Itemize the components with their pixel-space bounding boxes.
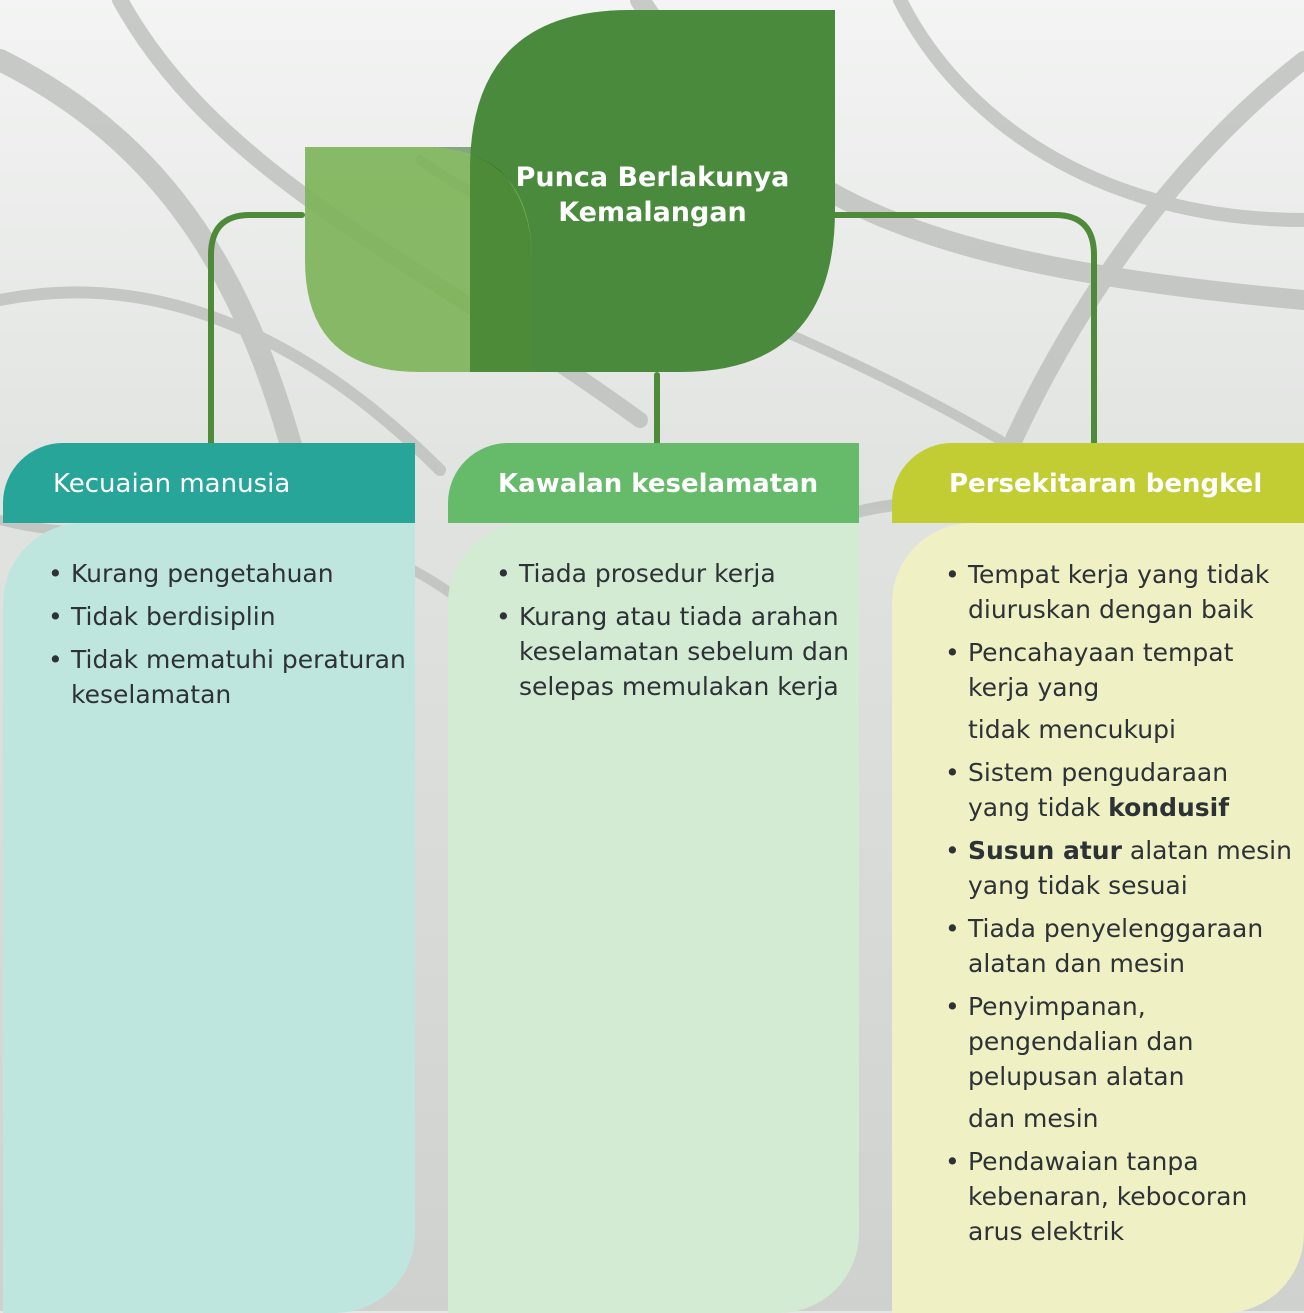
leaf-overlap [420, 147, 532, 372]
card-header: Kecuaian manusia [3, 443, 415, 523]
diagram-title: Punca Berlakunya Kemalangan [500, 160, 805, 230]
list-item: Tidak berdisiplin [48, 599, 407, 634]
card-body: Tiada prosedur kerja Kurang atau tiada a… [448, 523, 859, 1313]
connector-left [208, 212, 305, 446]
bold-term: kondusif [1108, 793, 1230, 822]
list-item: Kurang pengetahuan [48, 556, 407, 591]
card-header-label: Kawalan keselamatan [498, 469, 819, 499]
title-line-2: Kemalangan [558, 197, 747, 228]
title-line-1: Punca Berlakunya [515, 162, 790, 193]
card-kecuaian-manusia: Kecuaian manusia Kurang pengetahuan Tida… [3, 443, 415, 1313]
card-header-label: Kecuaian manusia [53, 469, 291, 499]
card-header: Kawalan keselamatan [448, 443, 859, 523]
card-persekitaran-bengkel: Persekitaran bengkel Tempat kerja yang t… [892, 443, 1304, 1313]
bold-term: Susun atur [968, 836, 1122, 865]
card-header-label: Persekitaran bengkel [949, 469, 1263, 499]
card-kawalan-keselamatan: Kawalan keselamatan Tiada prosedur kerja… [448, 443, 859, 1313]
leaf-large [470, 10, 835, 372]
card-body: Kurang pengetahuan Tidak berdisiplin Tid… [3, 523, 415, 1313]
list-item: Tiada prosedur kerja [496, 556, 851, 591]
card-header: Persekitaran bengkel [892, 443, 1304, 523]
connector-right [822, 212, 1097, 446]
